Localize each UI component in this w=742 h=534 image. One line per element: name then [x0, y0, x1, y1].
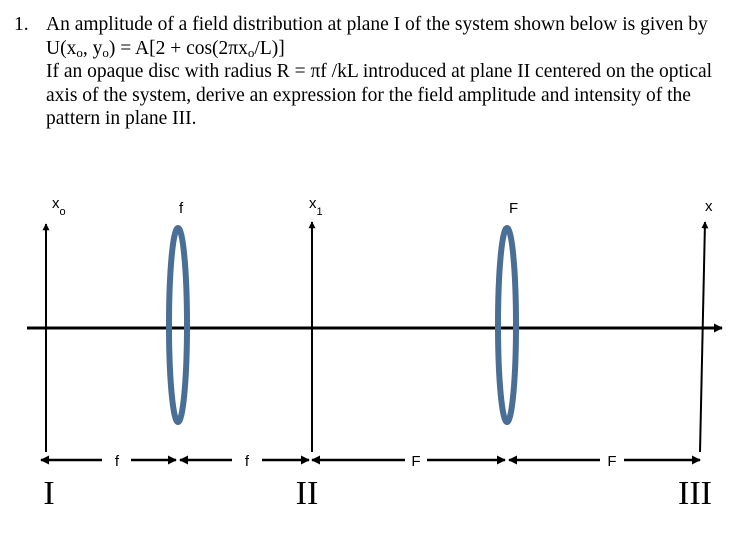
- problem-number: 1.: [14, 14, 29, 35]
- lens-F-label: F: [509, 200, 518, 217]
- x-label: x: [705, 198, 713, 215]
- lens-f-label: f: [179, 200, 184, 217]
- plane-III-line: [699, 221, 709, 453]
- dist-label-4: F: [607, 453, 616, 470]
- plane-III-label: III: [678, 475, 712, 512]
- dist-label-2: f: [245, 453, 250, 470]
- lens-f: [166, 225, 190, 425]
- problem-line-4: axis of the system, derive an expression…: [46, 84, 691, 106]
- problem-line-1: An amplitude of a field distribution at …: [46, 14, 708, 35]
- plane-I-label: I: [43, 475, 54, 512]
- problem-line-5: pattern in plane III.: [46, 108, 197, 129]
- plane-II-label: II: [296, 475, 319, 512]
- dist-label-1: f: [115, 453, 120, 470]
- problem-line-3: If an opaque disc with radius R = πf /kL…: [46, 61, 713, 82]
- lens-F: [495, 225, 519, 425]
- x0-label: xo: [52, 195, 66, 218]
- dist-label-3: F: [411, 453, 420, 470]
- problem-formula: U(xo, yo) = A[2 + cos(2πxo/L)]: [46, 37, 285, 60]
- x1-label: x1: [309, 195, 323, 218]
